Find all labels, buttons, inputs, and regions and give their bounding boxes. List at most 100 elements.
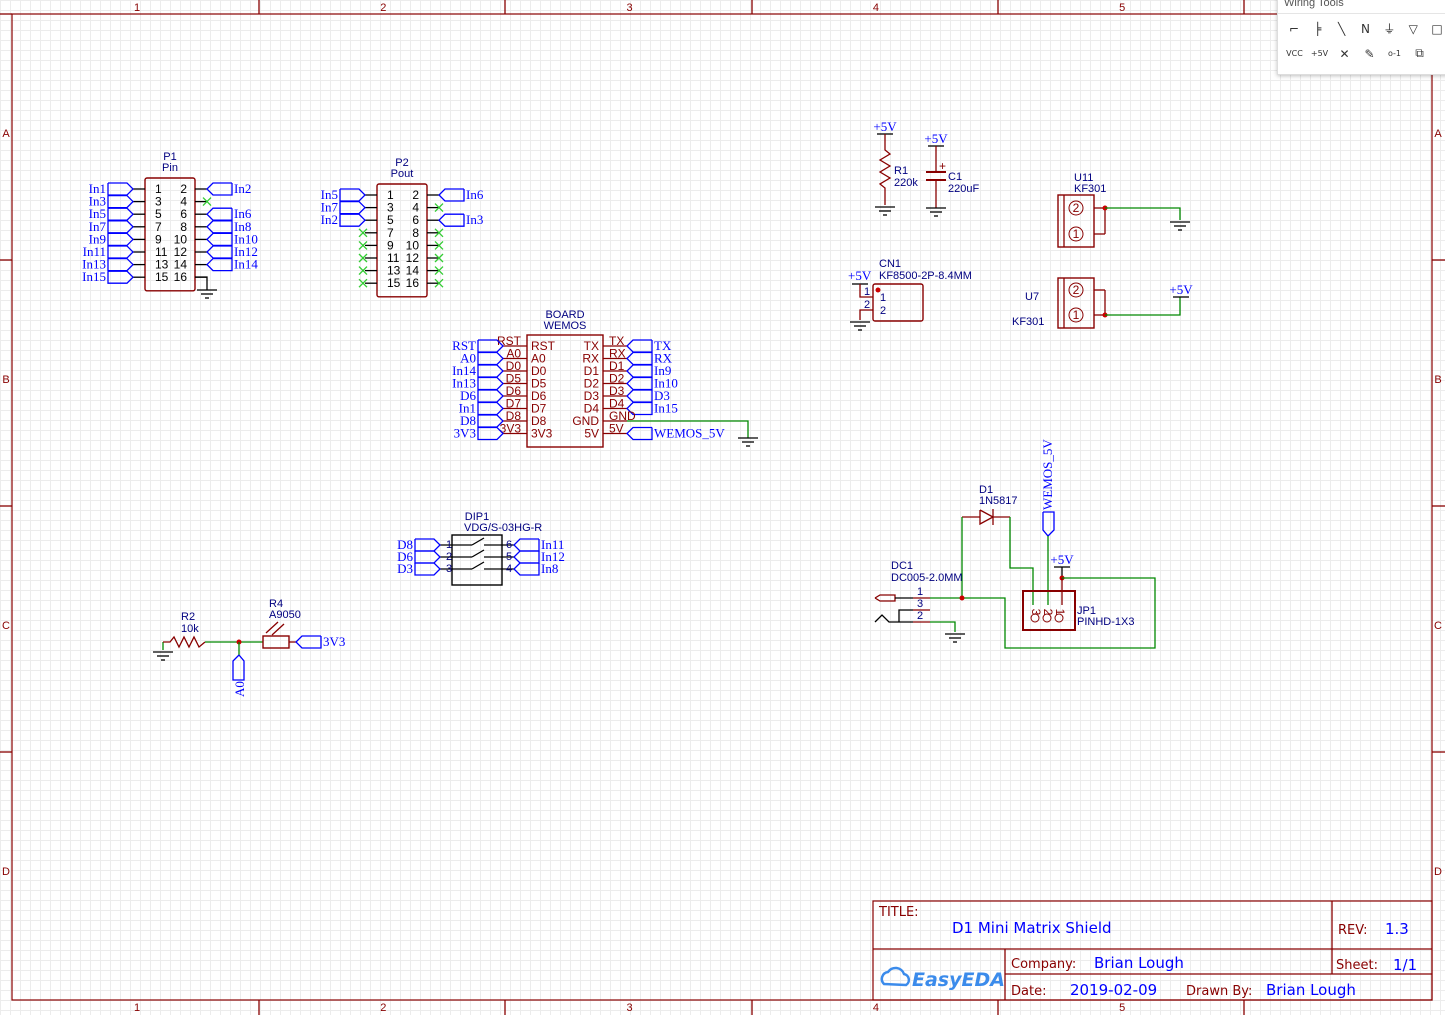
dc-jack-icon [874,614,913,623]
pin-number: 13 [387,264,401,278]
net-label: In13 [82,257,106,272]
pin-number: 3 [446,563,452,575]
rev-value: 1.3 [1385,920,1409,938]
no-connect-icon [358,228,368,238]
terminal-icon [1068,226,1084,242]
tool-freehand-icon[interactable]: ✎ [1364,46,1375,61]
component-value: 220uF [948,183,979,195]
terminal-icon [1068,282,1084,298]
no-connect-icon [358,266,368,276]
net-flag [513,550,540,564]
tool-bus-icon[interactable]: ╞ [1314,21,1322,36]
pin-number: 4 [180,195,187,209]
column-label: 4 [873,2,879,14]
net-label: 3V3 [454,426,476,441]
pin [859,284,873,298]
net-flag [107,257,134,272]
net-flag [339,188,366,202]
net-label: D8 [460,413,476,428]
row-label: B [2,374,9,386]
net-port [1042,511,1055,537]
power-label: +5V [924,131,948,146]
switch [471,549,485,558]
no-connect-icon [358,253,368,263]
net-flag [477,339,504,353]
component-ref: R1 [894,165,908,177]
component-ref: D1 [979,484,993,496]
tool-ground-icon[interactable]: ⏚ [1383,22,1396,36]
pin-name: D8 [531,414,547,428]
resistor-icon [878,134,892,205]
net-flag [477,364,504,378]
tool-rectangle-icon[interactable]: □ [1431,21,1443,36]
dc-jack-icon [874,594,896,602]
no-connect-icon [358,240,368,250]
wiring-tools-title: Wiring Tools [1278,0,1445,14]
net-label: In10 [654,376,678,391]
pin-name: A0 [531,352,546,366]
component-value: A9050 [269,609,301,621]
tool-net-label-icon[interactable]: N [1361,21,1370,36]
tool-wire-icon[interactable]: ⌐ [1288,21,1299,36]
column-label: 5 [1119,2,1125,14]
pin-name: GND [572,414,599,428]
tool-pin-icon[interactable]: o-1 [1387,49,1402,58]
drawn-by-label: Drawn By: [1186,984,1252,999]
net-flag [477,426,504,441]
pin-number: 9 [387,238,394,252]
light-arrow-icon [265,621,279,634]
pin-name: 5V [584,427,599,441]
tool-group-icon[interactable]: ⧉ [1415,46,1424,60]
potentiometer-icon [262,635,290,649]
pin-label: TX [609,334,624,348]
easyeda-logo: EasyEDA [912,969,1005,991]
power-label: +5V [873,119,897,134]
pin-number: 11 [155,245,168,259]
row-label: A [2,128,10,140]
pin-number: 4 [506,563,512,575]
tool-net-port-icon[interactable]: ▽ [1408,21,1418,36]
pin-name: D7 [531,402,547,416]
component-value: VDG/S-03HG-R [464,522,542,534]
net-flag [477,414,504,428]
tool-vcc-icon[interactable]: VCC [1286,49,1303,58]
pin-label: D0 [506,359,522,373]
tool-plus-5v-icon[interactable]: +5V [1310,49,1329,58]
net-label: In9 [89,231,106,246]
pin-number: 2 [412,188,419,202]
tool-line-icon[interactable]: ╲ [1338,21,1346,36]
column-label: 5 [1119,1002,1125,1014]
net-label: RST [452,338,476,353]
net-label: RX [654,351,673,366]
pin-number: 15 [155,270,169,284]
component-value: KF301 [1074,183,1106,195]
component-value: Pout [391,168,414,180]
pin-number: 2 [917,610,923,622]
net-label: In10 [234,231,258,246]
gnd-wire [195,276,208,290]
component-body [1057,277,1095,329]
pin-number: 12 [406,251,420,265]
pin-number: 1 [864,286,870,298]
pin-name: RX [582,352,599,366]
tool-no-connect-icon[interactable]: ✕ [1339,46,1350,61]
net-label: In7 [321,200,339,215]
terminal-icon [1068,307,1084,323]
net-label: In8 [234,219,251,234]
light-arrow-icon [271,623,285,636]
component-value: DC005-2.0MM [891,572,963,584]
pin-label: 5V [609,422,624,436]
gnd-wire [627,420,749,438]
net-flag [438,213,465,227]
column-label: 2 [380,2,386,14]
net-label: D6 [397,549,413,564]
net-flag [107,245,134,259]
net-label: In12 [541,549,565,564]
row-label: D [2,866,10,878]
net-flag [107,232,134,247]
pin-number: 15 [387,276,401,290]
net-flag [414,562,441,576]
pin-number: 13 [155,258,169,272]
